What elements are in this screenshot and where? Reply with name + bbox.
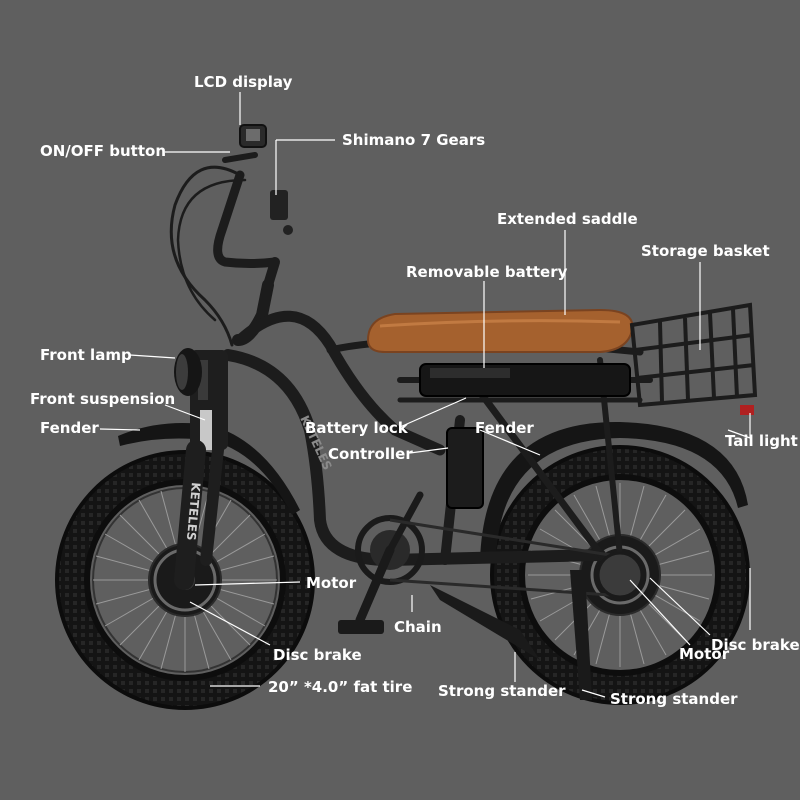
front-lamp (174, 348, 202, 396)
label-fat-tire: 20” *4.0” fat tire (268, 678, 413, 696)
label-disc-brake-front: Disc brake (273, 646, 362, 664)
handlebar (169, 152, 280, 347)
label-storage-basket: Storage basket (641, 242, 770, 260)
label-motor-front: Motor (306, 574, 357, 592)
label-extended-saddle: Extended saddle (497, 210, 638, 228)
fork-brand: KETELES (184, 482, 203, 541)
label-disc-brake-rear: Disc brake (711, 636, 800, 654)
tail-light-lens (740, 405, 754, 415)
controller-box (446, 427, 484, 509)
label-removable-battery: Removable battery (406, 263, 568, 281)
leader-lines (99, 92, 751, 698)
front-fender (118, 423, 300, 515)
gear-shifter (270, 190, 288, 220)
label-front-suspension: Front suspension (30, 390, 176, 408)
saddle-highlight (379, 319, 621, 328)
label-front-lamp: Front lamp (40, 346, 132, 364)
lcd-screen-glass (246, 129, 260, 141)
storage-basket (629, 302, 758, 408)
label-chain: Chain (394, 618, 442, 636)
label-fender-rear: Fender (475, 419, 534, 437)
label-on-off-button: ON/OFF button (40, 142, 166, 160)
label-battery-lock: Battery lock (305, 419, 408, 437)
battery (419, 363, 631, 397)
saddle (366, 308, 634, 353)
label-lcd-display: LCD display (194, 73, 293, 91)
label-strong-stander-1: Strong stander (438, 682, 566, 700)
label-tail-light: Tail light (725, 432, 798, 450)
label-motor-rear: Motor (679, 645, 730, 663)
rear-cassette (596, 551, 644, 599)
label-controller: Controller (328, 445, 413, 463)
label-fender-front: Fender (40, 419, 99, 437)
label-shimano-gears: Shimano 7 Gears (342, 131, 486, 149)
label-strong-stander-2: Strong stander (610, 690, 738, 708)
key (283, 225, 293, 235)
kickstands (430, 570, 592, 700)
